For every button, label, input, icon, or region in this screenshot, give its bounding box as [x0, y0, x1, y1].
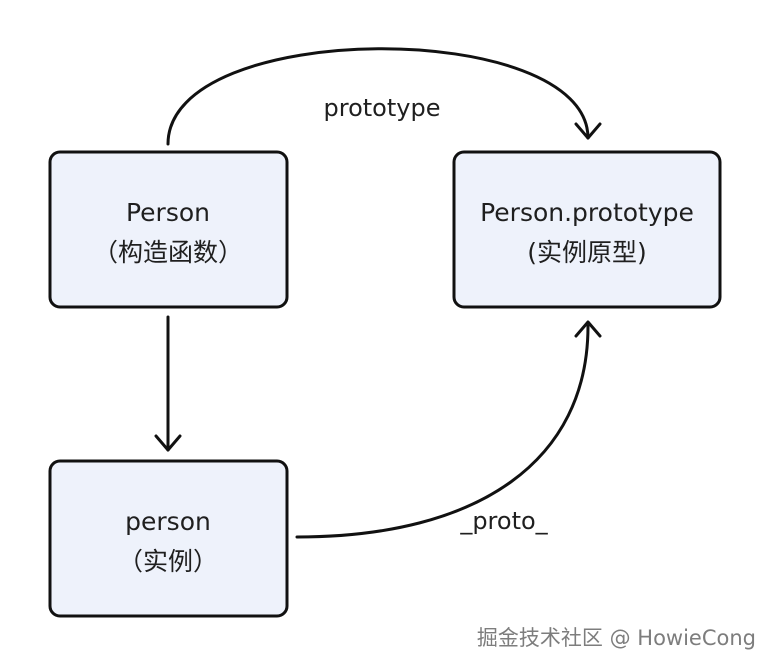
- node-constructor-title: Person: [126, 198, 210, 227]
- edge-proto: [295, 324, 590, 539]
- edge-proto-arrowhead: [574, 320, 602, 338]
- edge-instance-arrowhead: [154, 434, 182, 452]
- edge-label-proto: _proto_: [459, 507, 548, 535]
- edge-label-prototype: prototype: [324, 94, 441, 122]
- node-constructor: Person （构造函数）: [48, 150, 289, 309]
- node-prototype: Person.prototype (实例原型): [452, 150, 722, 309]
- node-instance-subtitle: （实例）: [118, 547, 218, 576]
- watermark: 掘金技术社区 @ HowieCong: [476, 626, 756, 650]
- node-instance-title: person: [125, 507, 211, 536]
- edge-prototype: [166, 47, 590, 146]
- node-prototype-subtitle: (实例原型): [527, 238, 647, 267]
- edge-prototype-arrowhead: [574, 122, 602, 140]
- node-instance: person （实例）: [48, 459, 289, 618]
- node-constructor-subtitle: （构造函数）: [93, 238, 243, 267]
- node-prototype-title: Person.prototype: [480, 198, 694, 227]
